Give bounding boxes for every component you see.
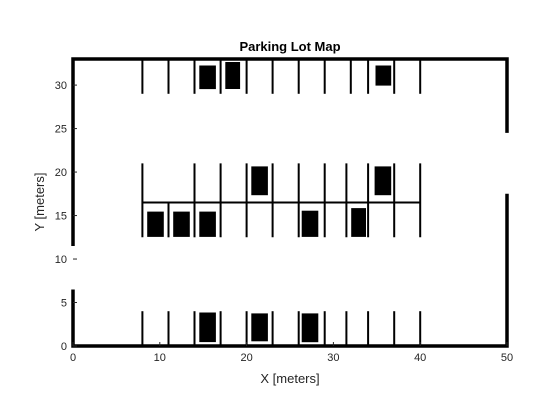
y-tick-label: 15 bbox=[55, 211, 67, 223]
parked-car bbox=[300, 312, 320, 344]
x-tick-label: 20 bbox=[240, 352, 252, 364]
parked-car bbox=[374, 64, 393, 87]
parked-car bbox=[198, 64, 217, 90]
parked-car bbox=[300, 209, 320, 238]
x-tick-label: 40 bbox=[414, 352, 426, 364]
y-axis-label: Y [meters] bbox=[32, 172, 47, 231]
parked-car bbox=[250, 312, 269, 343]
x-tick-label: 50 bbox=[501, 352, 513, 364]
y-tick-label: 5 bbox=[61, 298, 67, 310]
axes: 0 10 20 30 40 50 0 5 10 15 20 25 30 bbox=[55, 80, 513, 364]
parked-car bbox=[172, 210, 191, 238]
parked-car bbox=[224, 61, 241, 90]
y-tick-label: 10 bbox=[55, 254, 67, 266]
x-tick-label: 0 bbox=[70, 352, 76, 364]
parked-car bbox=[198, 311, 217, 343]
parked-car bbox=[350, 207, 367, 238]
lot-boundary bbox=[71, 57, 509, 246]
x-tick-label: 30 bbox=[327, 352, 339, 364]
parked-car bbox=[250, 165, 269, 197]
parked-car bbox=[146, 210, 165, 238]
lot-boundary bbox=[71, 193, 509, 348]
y-tick-label: 30 bbox=[55, 80, 67, 92]
chart-title: Parking Lot Map bbox=[239, 39, 340, 54]
plot-content bbox=[71, 57, 509, 348]
parked-car bbox=[198, 210, 217, 238]
parked-car bbox=[373, 165, 393, 197]
x-axis-label: X [meters] bbox=[260, 371, 319, 386]
y-tick-label: 0 bbox=[61, 341, 67, 353]
y-tick-label: 20 bbox=[55, 167, 67, 179]
x-tick-label: 10 bbox=[154, 352, 166, 364]
y-tick-label: 25 bbox=[55, 124, 67, 136]
